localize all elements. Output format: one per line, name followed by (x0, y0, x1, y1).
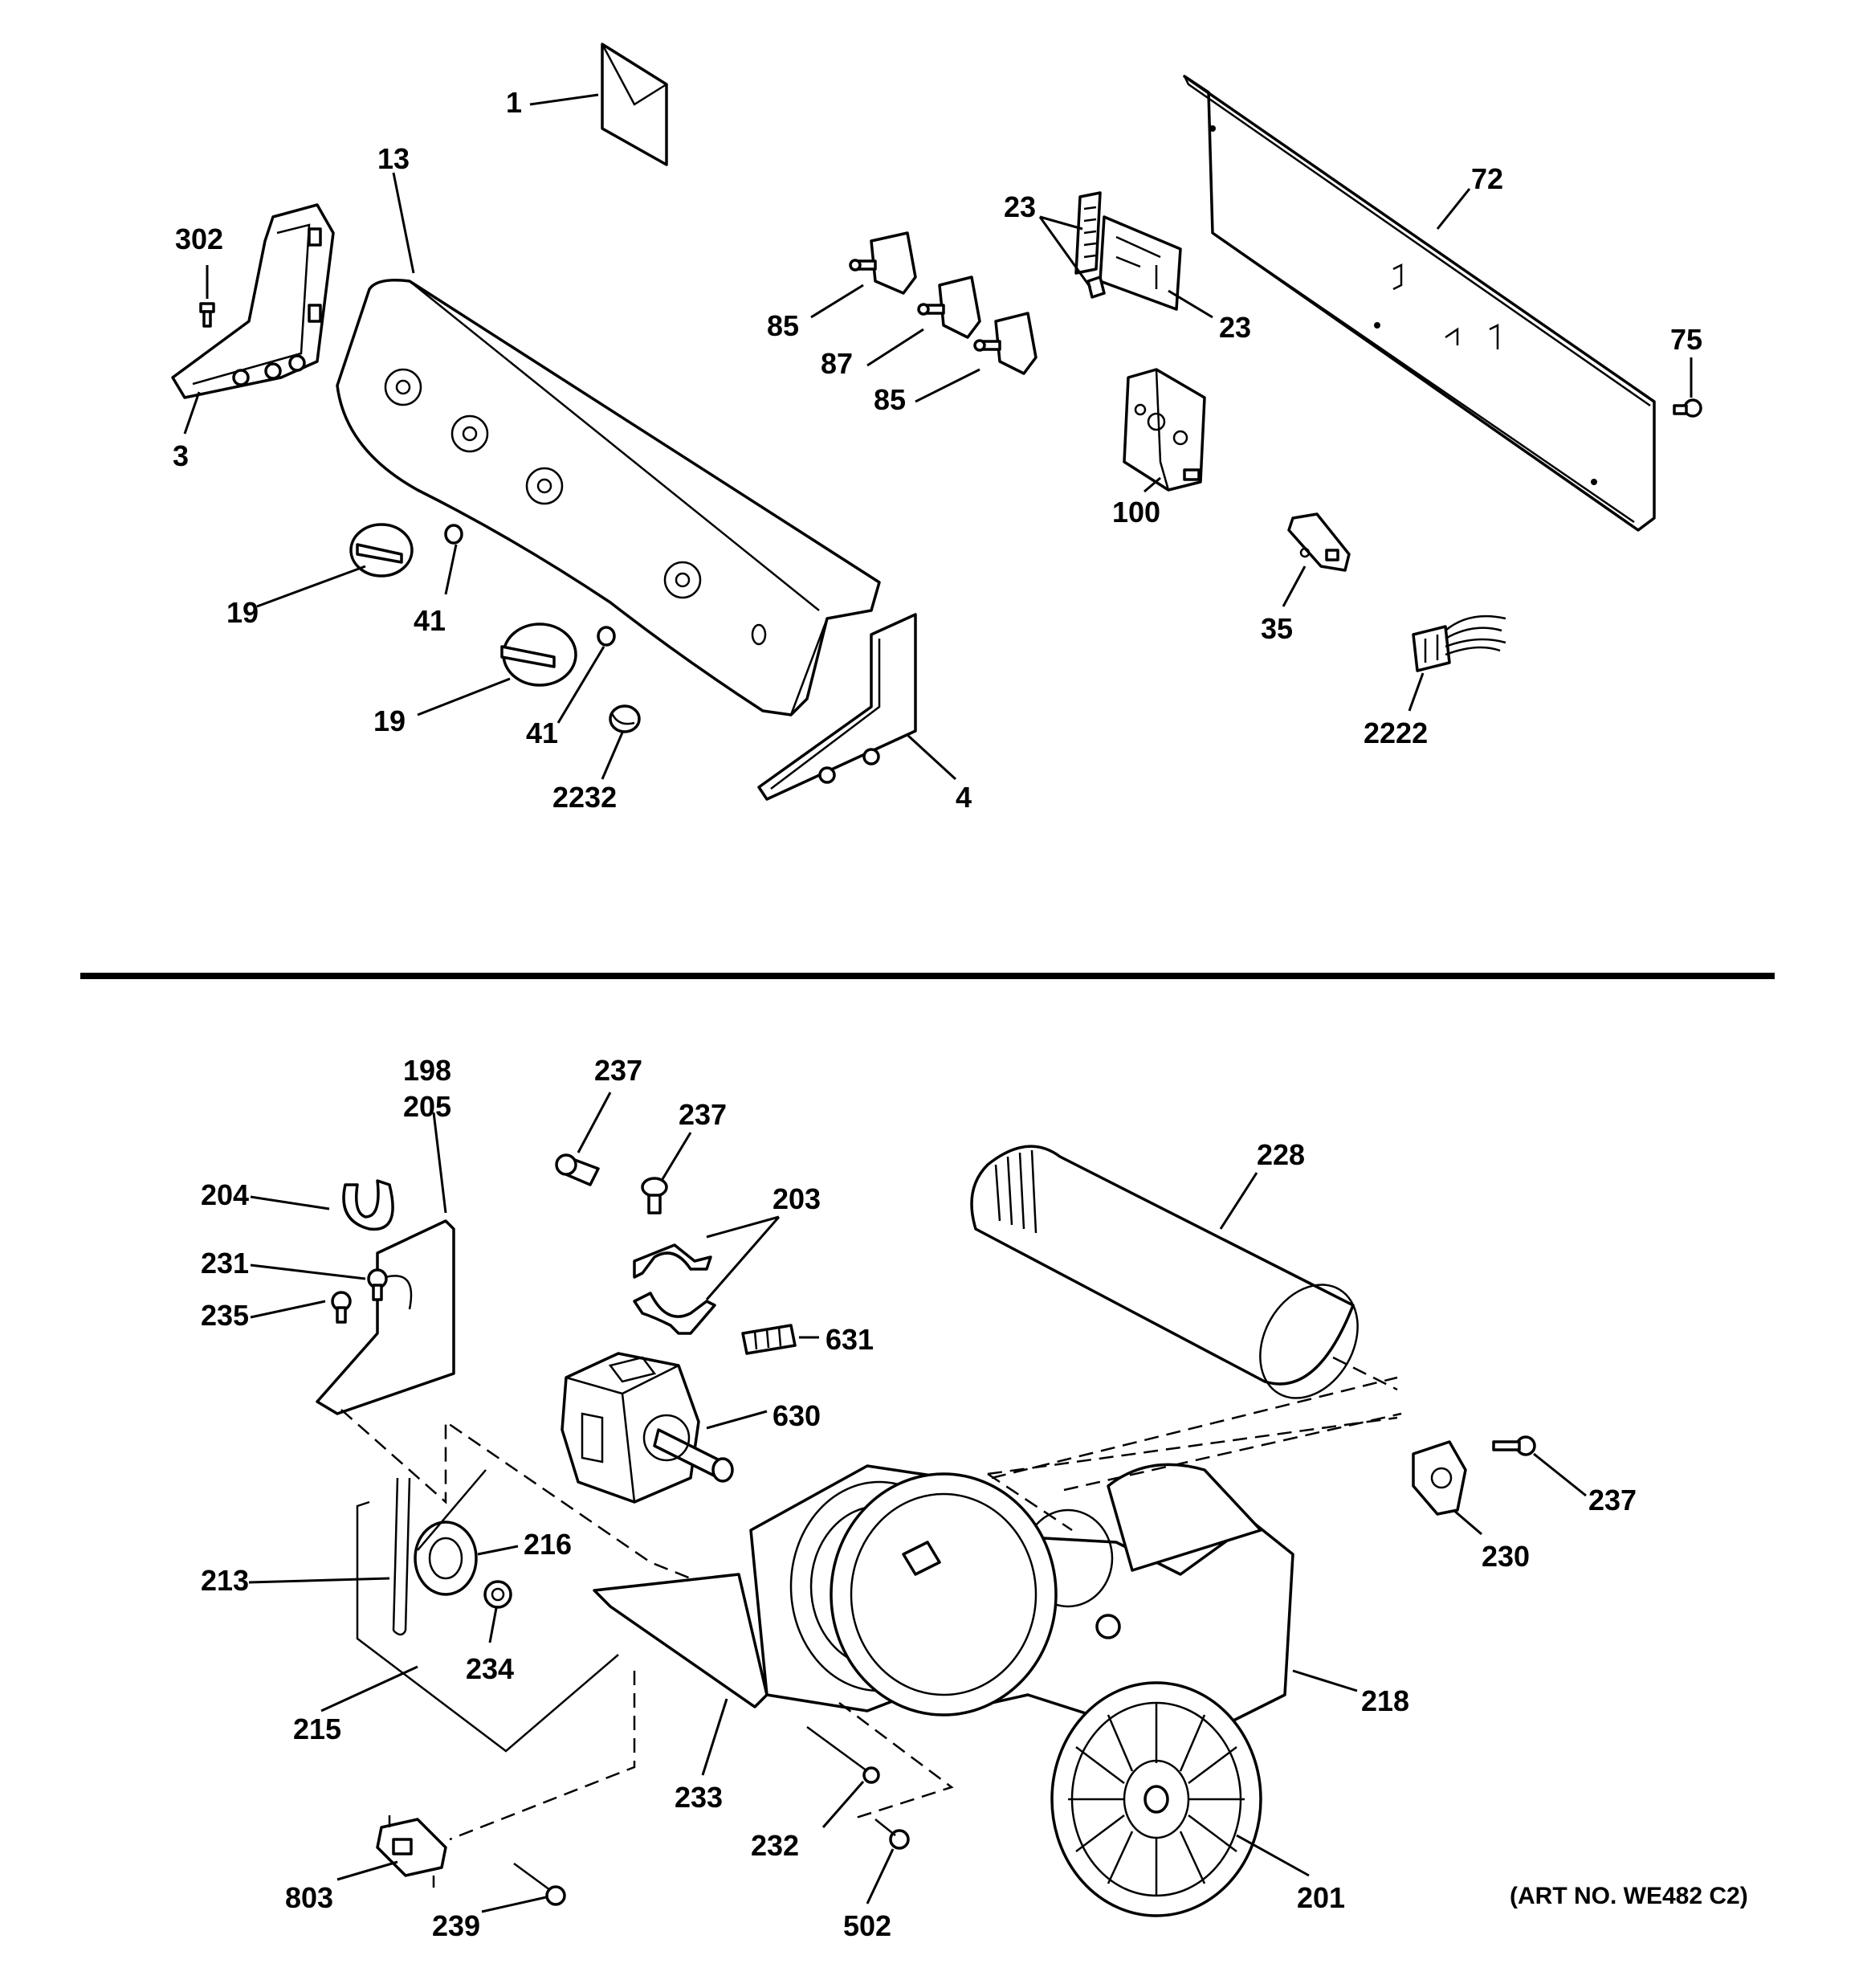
part-631-connector (741, 1324, 797, 1355)
part-213-idler-arm (392, 1477, 411, 1636)
part-19-knob-upper (349, 523, 414, 578)
callout-201: 201 (1297, 1881, 1345, 1914)
callout-1: 1 (506, 86, 522, 119)
part-205-motor-bracket (316, 1219, 455, 1415)
part-203-clamp-upper (633, 1243, 712, 1279)
part-2222-connector (1412, 614, 1506, 672)
callout-502: 502 (843, 1909, 891, 1942)
part-233-base (593, 1573, 768, 1708)
part-502-screw (874, 1819, 910, 1850)
callout-237-c: 237 (1588, 1484, 1637, 1517)
callout-215: 215 (293, 1712, 341, 1745)
callout-23-lower: 23 (1219, 311, 1251, 344)
leader-lines-lower (248, 1092, 1587, 1913)
callout-216: 216 (524, 1528, 572, 1561)
callout-85-upper: 85 (767, 309, 799, 342)
callout-4: 4 (956, 781, 972, 814)
part-204-clip (342, 1179, 394, 1231)
callout-2222: 2222 (1364, 716, 1428, 749)
callout-631: 631 (826, 1323, 874, 1356)
part-228-exhaust-duct (970, 1145, 1359, 1399)
callout-233: 233 (675, 1781, 723, 1814)
part-216-idler-pulley (414, 1469, 487, 1596)
callout-239: 239 (432, 1909, 480, 1942)
callout-237-b: 237 (679, 1098, 727, 1131)
part-218-blower-housing (749, 1463, 1294, 1729)
part-19-knob-lower (500, 623, 577, 687)
callout-3: 3 (173, 439, 189, 472)
callout-19-lower: 19 (373, 704, 406, 737)
part-85-switch-upper (849, 231, 917, 295)
callout-205: 205 (403, 1090, 451, 1123)
part-75-screw (1673, 398, 1702, 418)
callout-13: 13 (377, 142, 410, 175)
callout-218: 218 (1361, 1684, 1409, 1717)
part-237-screw-upper-a (555, 1153, 600, 1186)
part-1-envelope (601, 43, 668, 166)
art-number: (ART NO. WE482 C2) (1510, 1883, 1748, 1909)
part-230-thermostat (1412, 1440, 1467, 1516)
callout-204: 204 (201, 1178, 249, 1211)
part-35-switch (1287, 512, 1351, 572)
part-72-backsplash-panel (1183, 75, 1656, 532)
part-203-clamp-lower (633, 1292, 716, 1335)
part-85-switch-lower (973, 312, 1037, 375)
callout-630: 630 (773, 1399, 821, 1432)
callout-228: 228 (1257, 1138, 1305, 1171)
callout-41-upper: 41 (414, 604, 446, 637)
callout-labels: 1 13 302 3 19 41 19 41 2232 4 85 87 85 2… (173, 86, 1748, 1942)
callout-75: 75 (1670, 323, 1702, 356)
part-23-selector-switch (1074, 191, 1182, 311)
callout-87: 87 (821, 347, 853, 380)
callout-35: 35 (1261, 612, 1293, 645)
part-630-drive-motor (561, 1352, 734, 1504)
callout-230: 230 (1482, 1540, 1530, 1573)
part-302-screw (199, 302, 215, 328)
part-2232-button (609, 704, 641, 733)
part-100-timer (1123, 368, 1206, 492)
callout-72: 72 (1471, 162, 1503, 195)
part-234-bearing (483, 1580, 512, 1609)
part-232-screw (806, 1725, 880, 1784)
callout-203: 203 (773, 1182, 821, 1215)
callout-100: 100 (1112, 496, 1160, 529)
part-41-insert-upper (444, 524, 463, 545)
part-87-switch (917, 276, 981, 339)
callout-41-lower: 41 (526, 716, 558, 749)
part-41-insert-lower (597, 626, 616, 647)
assembly-lines-lower (340, 1356, 1402, 1841)
part-237-screw-right (1492, 1435, 1536, 1456)
part-231-screw (367, 1268, 388, 1301)
part-201-blower-wheel (1050, 1681, 1262, 1917)
part-803-door-switch (376, 1815, 447, 1888)
part-235-screw (331, 1291, 352, 1324)
callout-234: 234 (466, 1652, 514, 1685)
callout-19-upper: 19 (226, 596, 259, 629)
callout-213: 213 (201, 1564, 249, 1597)
part-239-screw (513, 1862, 566, 1906)
callout-23-upper: 23 (1004, 190, 1036, 223)
part-215-spring (356, 1500, 619, 1753)
leader-lines-upper (183, 93, 1693, 781)
callout-231: 231 (201, 1247, 249, 1280)
part-13-control-panel (336, 279, 881, 716)
callout-803: 803 (285, 1881, 333, 1914)
callout-198: 198 (403, 1054, 451, 1087)
callout-302: 302 (175, 222, 223, 255)
callout-85-lower: 85 (874, 383, 906, 416)
callout-2232: 2232 (552, 781, 617, 814)
part-237-screw-upper-b (641, 1177, 668, 1214)
part-3-end-cap-left (171, 203, 335, 399)
callout-237-a: 237 (594, 1054, 642, 1087)
part-4-end-cap-right (757, 613, 917, 801)
callout-235: 235 (201, 1299, 249, 1332)
callout-232: 232 (751, 1829, 799, 1862)
